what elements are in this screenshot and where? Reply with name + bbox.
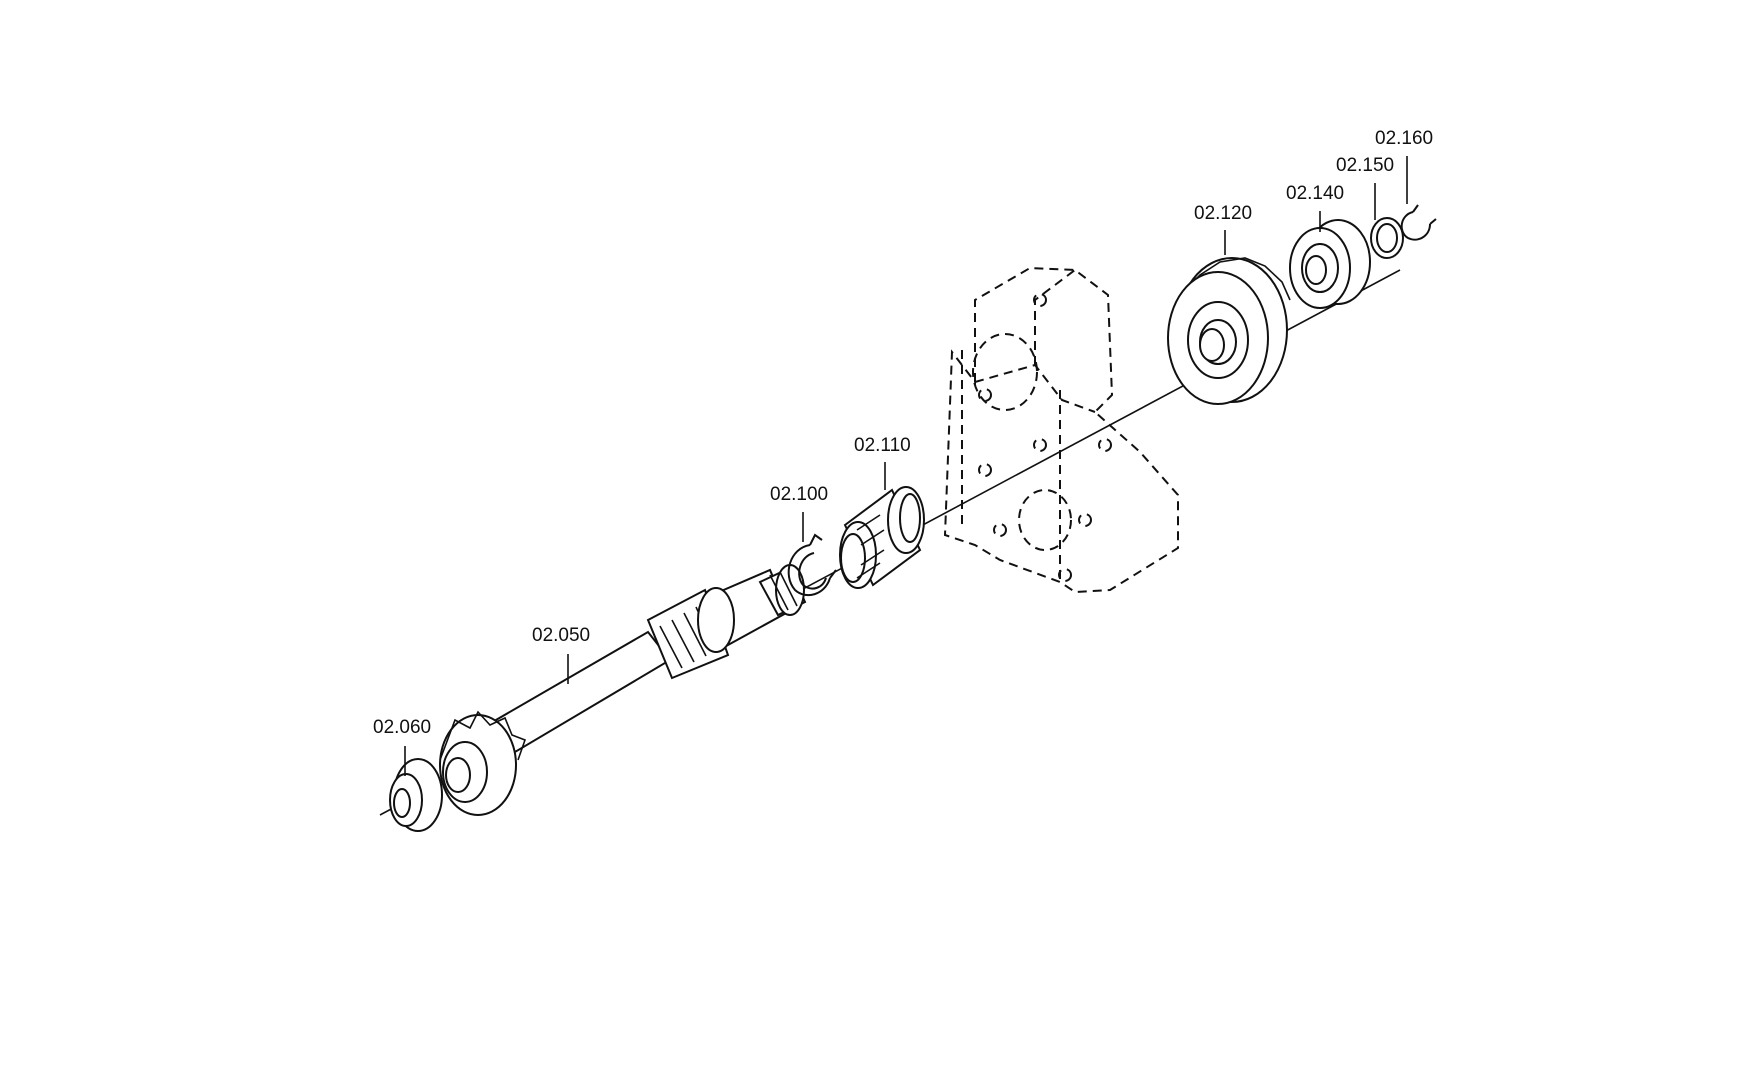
pinion-gear: [439, 710, 527, 816]
label-shim-ring: 02.150: [1336, 155, 1394, 176]
label-ball-bearing: 02.140: [1286, 183, 1344, 204]
label-snap-ring: 02.100: [770, 484, 828, 505]
snap-ring: [787, 533, 837, 597]
leader-lines: [404, 156, 1408, 776]
needle-bearing-sleeve: [839, 486, 925, 589]
label-pinion-bearing: 02.060: [373, 717, 431, 738]
shaft: [468, 564, 807, 770]
shim-ring: [1370, 217, 1404, 259]
label-circlip: 02.160: [1375, 128, 1433, 149]
housing-outline: [943, 266, 1179, 594]
ball-bearing: [1289, 219, 1371, 309]
label-shaft: 02.050: [532, 625, 590, 646]
circlip: [1400, 204, 1437, 241]
label-gear: 02.120: [1194, 203, 1252, 224]
label-needle-bearing-sleeve: 02.110: [854, 435, 911, 456]
pinion-bearing: [389, 758, 443, 832]
gear: [1167, 257, 1291, 405]
